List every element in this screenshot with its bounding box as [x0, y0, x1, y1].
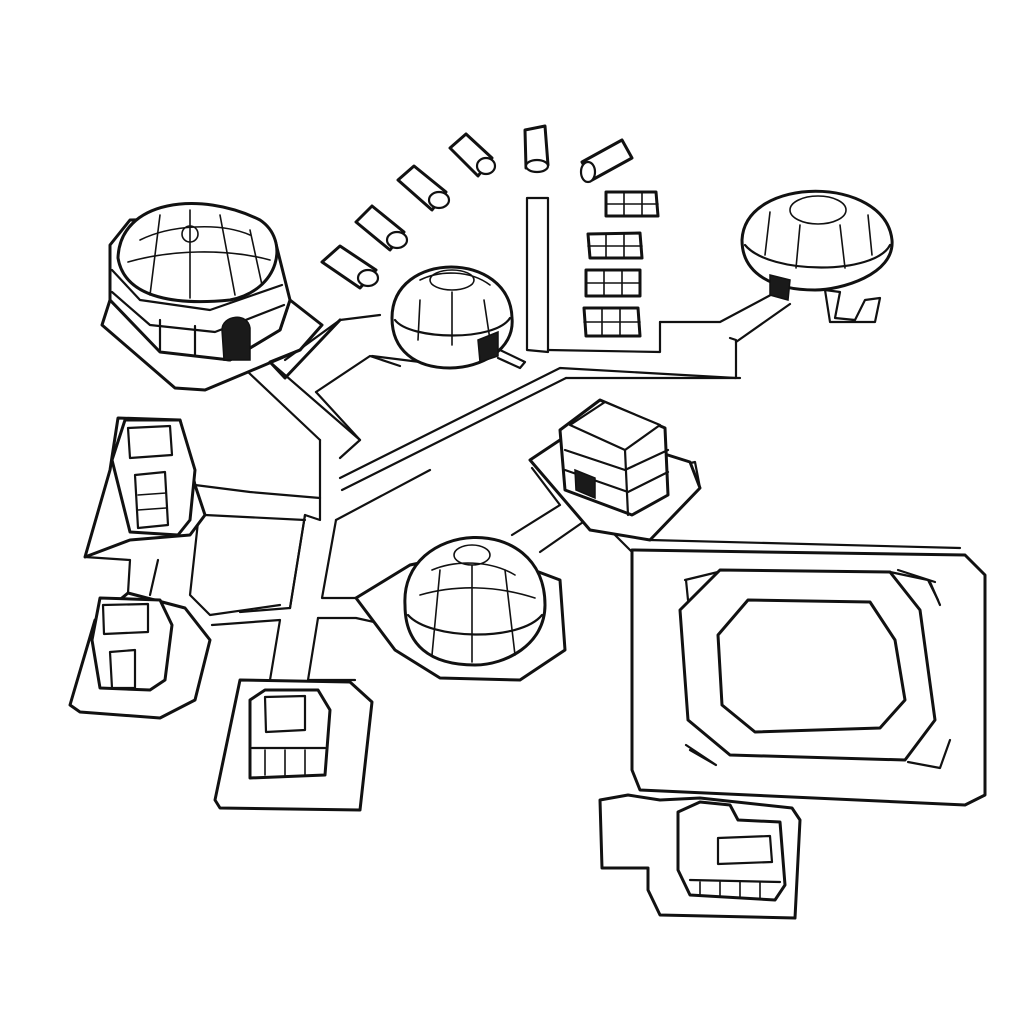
- barrel-icon: [579, 138, 634, 184]
- barrel-icon: [523, 124, 550, 174]
- crate-icon: [586, 231, 644, 260]
- barrel-icon: [354, 204, 409, 252]
- landing-pad[interactable]: [678, 568, 952, 770]
- crate-icon: [604, 190, 660, 218]
- saucer-dome[interactable]: [740, 189, 894, 324]
- barrel-icon: [396, 164, 451, 212]
- barrel-icon: [320, 244, 380, 290]
- tower-tall[interactable]: [110, 418, 197, 537]
- crate-stack: [582, 190, 660, 338]
- road-network: [83, 196, 962, 782]
- barrel-row: [320, 124, 634, 290]
- tower-short[interactable]: [90, 596, 174, 692]
- cube-storage[interactable]: [558, 398, 670, 517]
- crate-icon: [584, 268, 642, 298]
- hangar[interactable]: [676, 800, 787, 902]
- tower-small[interactable]: [248, 688, 332, 780]
- small-dome[interactable]: [390, 265, 527, 370]
- command-dome[interactable]: [108, 202, 292, 362]
- center-dome[interactable]: [403, 535, 547, 667]
- barrel-icon: [448, 132, 497, 178]
- crate-icon: [582, 306, 642, 338]
